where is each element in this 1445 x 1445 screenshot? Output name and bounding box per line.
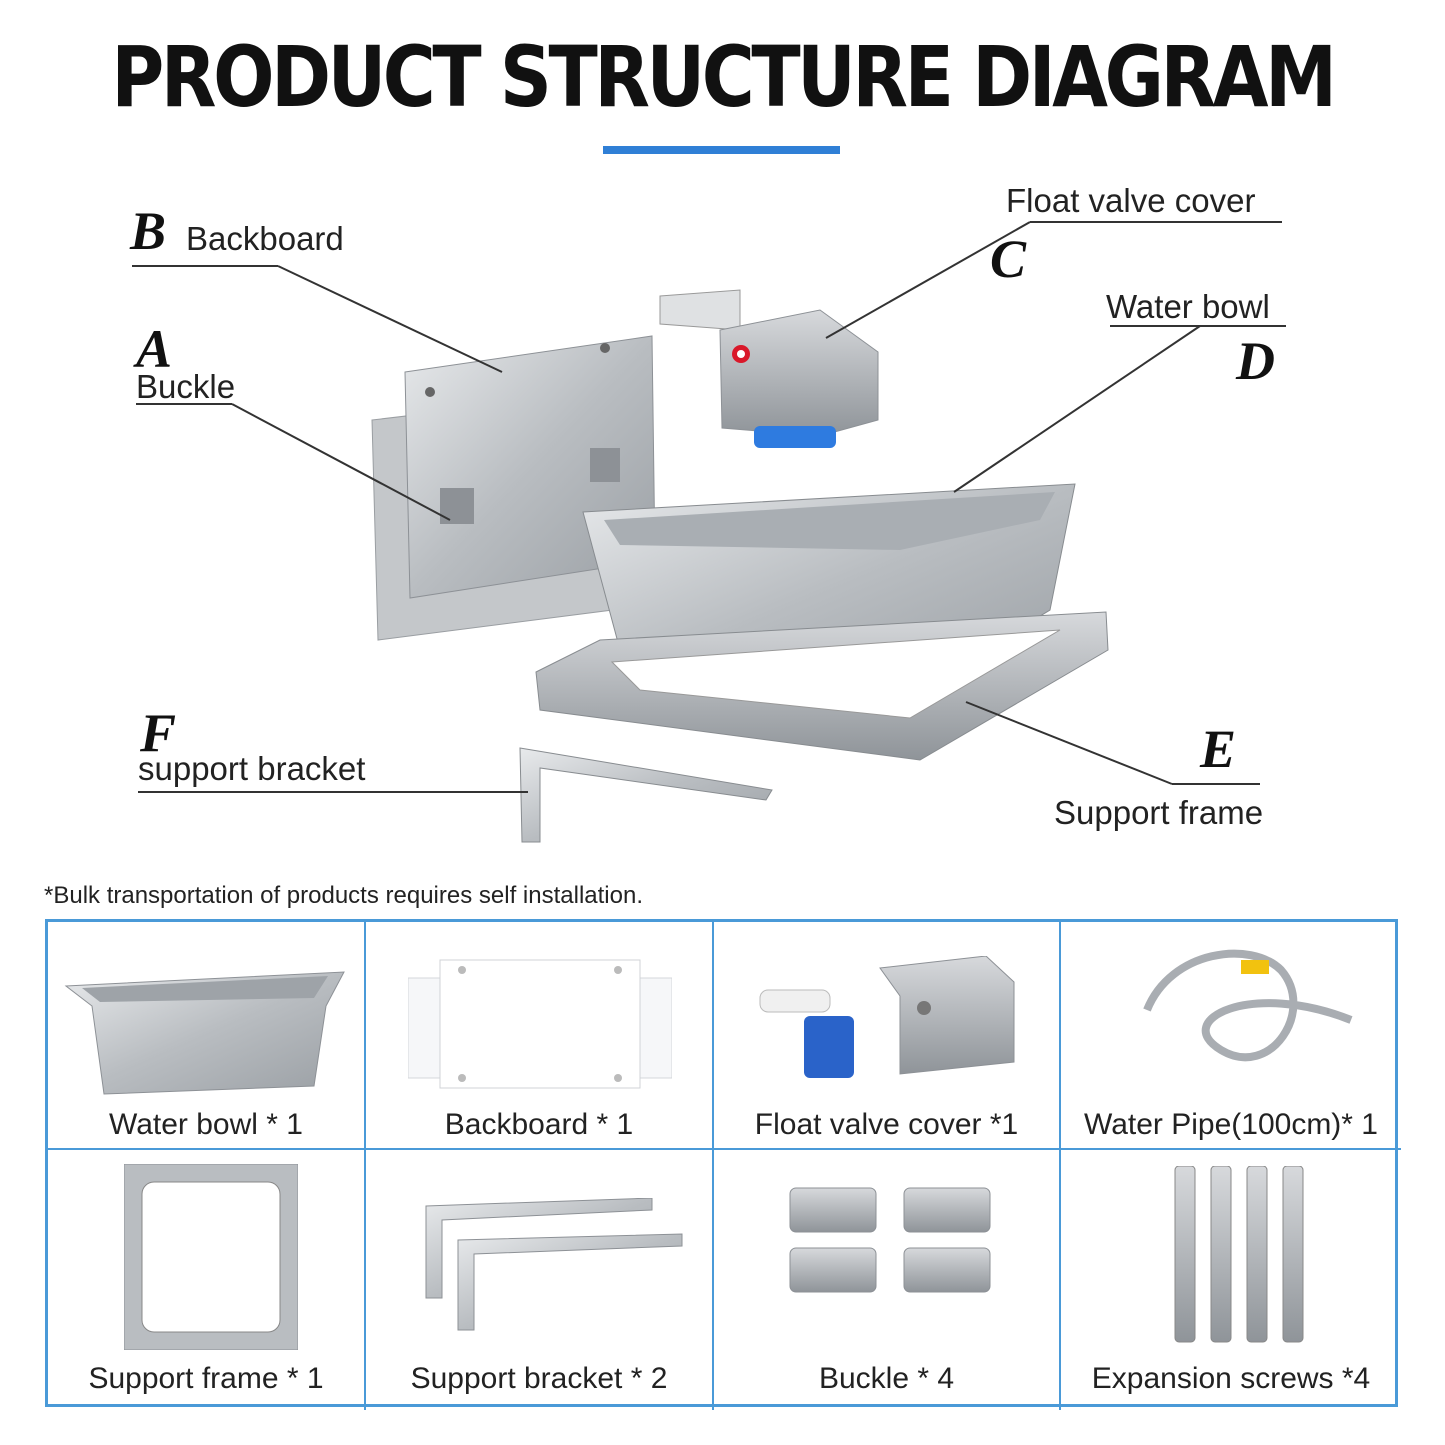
leader-lines: [132, 221, 1286, 793]
package-item-support-bracket: Support bracket * 2: [366, 1150, 714, 1410]
page-title: PRODUCT STRUCTURE DIAGRAM: [111, 28, 1337, 126]
item-caption: Support bracket * 2: [410, 1362, 668, 1395]
water-pipe-icon: [1143, 949, 1353, 1062]
water-bowl-icon: [64, 971, 345, 1095]
package-contents-table: Water bowl * 1 Backboard * 1 Float valve…: [45, 919, 1401, 1410]
part-letter-d: D: [1236, 331, 1275, 391]
support-frame-part: [535, 611, 1109, 761]
item-caption: Float valve cover *1: [754, 1108, 1019, 1141]
part-label-water-bowl: Water bowl: [1106, 288, 1270, 325]
support-bracket-icon: [425, 1198, 683, 1331]
part-label-support-frame: Support frame: [1054, 794, 1264, 831]
item-caption: Support frame * 1: [88, 1362, 324, 1395]
package-item-water-bowl: Water bowl * 1: [48, 922, 366, 1150]
exploded-view-illustration: [132, 221, 1286, 843]
installation-note: *Bulk transportation of products require…: [44, 882, 643, 909]
package-item-expansion-screws: Expansion screws *4: [1061, 1150, 1401, 1410]
part-letter-a: A: [136, 319, 173, 379]
buckle-icon: [789, 1187, 991, 1293]
part-letter-c: C: [990, 229, 1027, 289]
float-valve-icon: [759, 956, 1015, 1078]
item-caption: Backboard * 1: [444, 1108, 634, 1141]
package-item-support-frame: Support frame * 1: [48, 1150, 366, 1410]
support-bracket-part: [519, 747, 773, 843]
item-caption: Water Pipe(100cm)* 1: [1084, 1108, 1378, 1141]
package-item-water-pipe: Water Pipe(100cm)* 1: [1061, 922, 1401, 1150]
item-caption: Buckle * 4: [818, 1362, 955, 1395]
part-letter-e: E: [1200, 719, 1237, 779]
part-label-buckle: Buckle: [136, 368, 236, 405]
part-label-backboard: Backboard: [186, 220, 344, 257]
expansion-screw-icon: [1174, 1166, 1304, 1343]
backboard-icon: [408, 959, 672, 1089]
package-item-float-valve-cover: Float valve cover *1: [714, 922, 1061, 1150]
part-letter-b: B: [130, 201, 167, 261]
item-caption: Water bowl * 1: [109, 1108, 303, 1141]
part-label-float-valve-cover: Float valve cover: [1006, 182, 1256, 219]
support-frame-icon: [124, 1164, 298, 1350]
title-underline: [603, 146, 840, 154]
part-label-support-bracket: support bracket: [138, 750, 366, 787]
package-item-backboard: Backboard * 1: [366, 922, 714, 1150]
item-caption: Expansion screws *4: [1091, 1362, 1371, 1395]
float-valve-cover-part: [659, 289, 879, 448]
package-item-buckle: Buckle * 4: [714, 1150, 1061, 1410]
backboard-part: [371, 335, 656, 641]
part-letter-f: F: [140, 703, 177, 763]
